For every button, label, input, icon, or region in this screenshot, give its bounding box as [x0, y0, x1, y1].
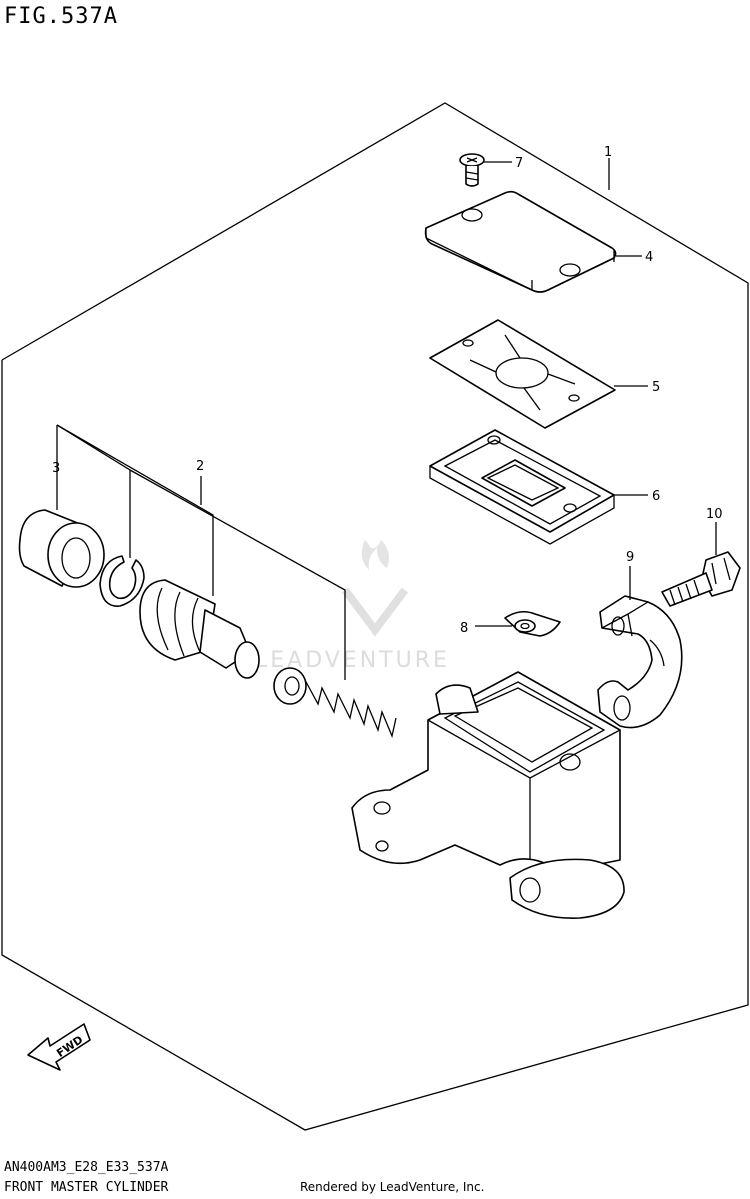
callout-7: 7 — [515, 156, 523, 171]
figure-code: AN400AM3_E28_E33_537A — [4, 1160, 169, 1175]
callout-numbers: 1 2 3 4 5 6 7 8 9 10 — [52, 145, 723, 636]
part-5-plate — [429, 319, 616, 429]
assembly-outline — [1, 102, 749, 1131]
callout-6: 6 — [652, 489, 660, 504]
watermark-logo: LEADVENTURE — [255, 540, 447, 673]
callout-10: 10 — [706, 507, 723, 522]
fwd-arrow-icon: FWD — [27, 1023, 91, 1071]
part-2-circlip — [99, 555, 145, 607]
part-4-reservoir-cap — [424, 190, 617, 293]
figure-title: FIG.537A — [4, 4, 118, 29]
seal-and-spring — [273, 667, 397, 739]
leader-lines — [56, 158, 717, 680]
callout-4: 4 — [645, 250, 653, 265]
callout-8: 8 — [460, 621, 468, 636]
callout-5: 5 — [652, 380, 660, 395]
part-9-clamp — [597, 595, 683, 729]
part-3-boot — [18, 509, 105, 588]
piston-assembly — [139, 579, 260, 679]
figure-name: FRONT MASTER CYLINDER — [4, 1180, 169, 1195]
part-8-nut — [504, 610, 561, 637]
callout-1: 1 — [604, 145, 612, 160]
rendered-by-credit: Rendered by LeadVenture, Inc. — [300, 1180, 485, 1194]
master-cylinder-body — [351, 671, 625, 919]
callout-9: 9 — [626, 550, 634, 565]
part-7-screw — [459, 153, 485, 187]
part-10-bolt — [661, 551, 741, 607]
callout-2: 2 — [196, 459, 204, 474]
part-6-diaphragm — [429, 429, 615, 545]
callout-3: 3 — [52, 461, 60, 476]
